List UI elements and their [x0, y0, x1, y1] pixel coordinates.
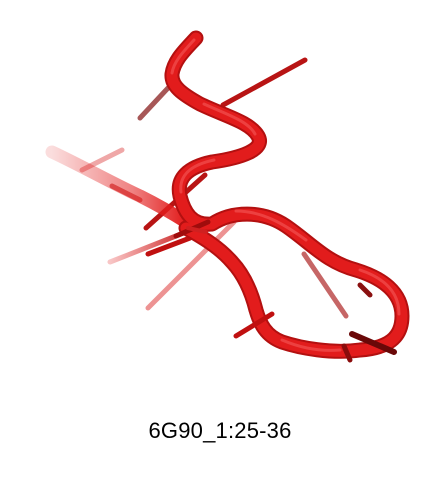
side-chain-stick — [107, 229, 189, 265]
front-side-chain-sticks — [173, 219, 397, 363]
side-chain-stick — [341, 343, 353, 363]
side-chain-stick — [186, 226, 208, 234]
backbone-tube-shadow — [164, 30, 410, 359]
side-chain-stick — [145, 219, 237, 311]
backbone-tube — [166, 32, 408, 357]
protein-structure-render — [45, 30, 410, 363]
side-chain-stick — [233, 311, 275, 339]
structure-caption: 6G90_1:25-36 — [148, 418, 292, 443]
side-chain-stick — [349, 331, 397, 355]
side-chain-stick — [145, 235, 193, 257]
side-chain-stick — [357, 282, 373, 298]
backbone-tube-highlight — [170, 38, 401, 352]
side-chain-stick — [137, 85, 171, 121]
side-chain-stick — [301, 251, 349, 319]
backbone-tail-faded — [45, 145, 193, 229]
side-chain-stick — [220, 57, 308, 108]
